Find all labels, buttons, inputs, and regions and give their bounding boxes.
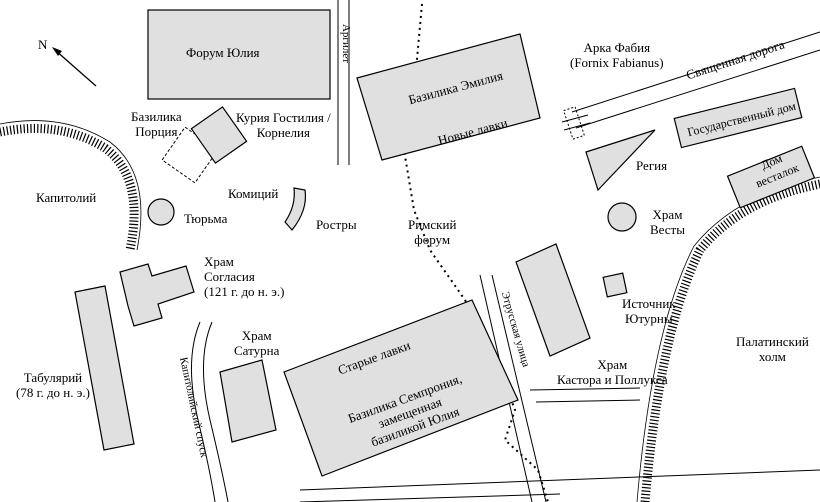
tabularium-label-line1: Табулярий (23, 370, 83, 385)
capitol-hill-outline (0, 120, 142, 251)
basilica-aemilia-building (356, 33, 541, 161)
arch-fabius-label-line2: (Fornix Fabianus) (570, 55, 664, 70)
tabularium-label-line2: (78 г. до н. э.) (16, 385, 90, 400)
temple-saturn-label-line2: Сатурна (234, 343, 280, 358)
north-label: N (38, 37, 48, 52)
north-arrow (52, 47, 97, 87)
argilet-street (337, 0, 350, 165)
bottom-road (299, 387, 820, 502)
basilica-porcia-label-line1: Базилика (131, 109, 182, 124)
basilica-porcia-label-line2: Порция (135, 124, 178, 139)
curia-building (190, 106, 248, 164)
roman-forum-label: Римский форум (408, 217, 456, 247)
spring-juturna-structure (602, 272, 628, 298)
temple-castor-building (515, 243, 591, 357)
capitoline-slope-road (190, 321, 229, 502)
temple-saturn-label: Храм Сатурна (234, 328, 279, 358)
argilet-label: Аргилет (340, 23, 353, 64)
curia-label: Курия Гостилия / Корнелия (236, 110, 331, 140)
temple-saturn-building (219, 359, 277, 443)
temple-castor-label: Храм Кастора и Поллукса (557, 357, 668, 387)
spring-juturna-label: Источник Ютурны (622, 296, 676, 326)
temple-concord-label-line2: Согласия (204, 269, 255, 284)
tabularium-building (74, 285, 135, 451)
roman-forum-label-line1: Римский (408, 217, 457, 232)
palatine-label-line1: Палатинский (736, 334, 809, 349)
basilica-sempronia-building (283, 299, 519, 477)
arch-fabius-label: Арка Фабия (Fornix Fabianus) (570, 40, 664, 70)
temple-castor-label-line1: Храм (597, 357, 628, 372)
regia-building (585, 129, 656, 192)
spring-juturna-label-line2: Ютурны (625, 311, 673, 326)
temple-vesta-label-line2: Весты (650, 222, 685, 237)
basilica-porcia-label: Базилика Порция (131, 109, 182, 139)
temple-concord-building (119, 263, 195, 327)
capitol-label: Капитолий (36, 190, 97, 205)
rostra-label: Ростры (316, 217, 357, 232)
temple-vesta-building (607, 202, 637, 232)
forum-julia-building (147, 9, 331, 100)
roman-forum-label-line2: форум (414, 232, 451, 247)
spring-juturna-label-line1: Источник (622, 296, 676, 311)
rostra-structure (284, 187, 307, 231)
state-house-building (673, 87, 803, 149)
temple-vesta-label: Храм Весты (650, 207, 685, 237)
comitium-label: Комиций (228, 186, 279, 201)
temple-castor-label-line2: Кастора и Поллукса (557, 372, 668, 387)
palatine-label-line2: холм (758, 349, 786, 364)
tabularium-label: Табулярий (78 г. до н. э.) (16, 370, 90, 400)
forum-julia-label: Форум Юлия (186, 45, 260, 60)
temple-saturn-label-line1: Храм (241, 328, 272, 343)
arch-fabius-structure (561, 106, 591, 140)
temple-concord-label-line1: Храм (204, 254, 234, 269)
regia-label: Регия (636, 158, 668, 173)
prison-label: Тюрьма (184, 211, 228, 226)
prison-building (147, 198, 175, 226)
temple-vesta-label-line1: Храм (652, 207, 683, 222)
arch-fabius-label-line1: Арка Фабия (583, 40, 651, 55)
palatine-label: Палатинский холм (736, 334, 809, 364)
sacred-way-road (571, 31, 820, 129)
curia-label-line2: Корнелия (256, 125, 310, 140)
vestals-house-building (726, 145, 816, 209)
temple-concord-label: Храм Согласия (121 г. до н. э.) (204, 254, 284, 299)
temple-concord-label-line3: (121 г. до н. э.) (204, 284, 285, 299)
curia-label-line1: Курия Гостилия / (236, 110, 331, 125)
